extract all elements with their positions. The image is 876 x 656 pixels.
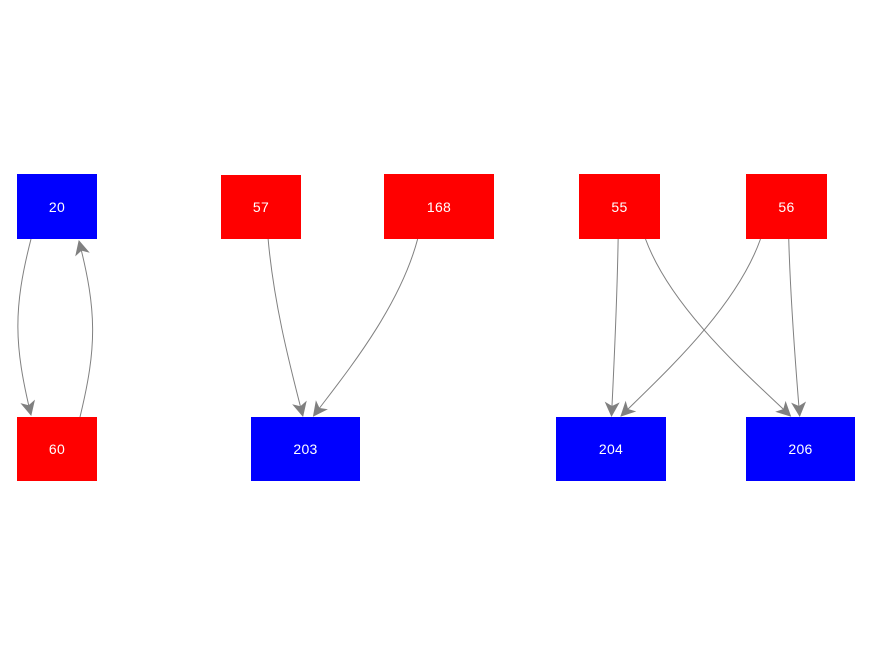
graph-node-label: 206 [788,441,813,457]
graph-edge-56-to-206 [788,238,807,417]
graph-edge-60-to-20 [75,240,94,418]
graph-node-206[interactable]: 206 [746,417,855,481]
graph-node-label: 56 [778,198,795,215]
graph-edge-55-to-204 [604,238,620,417]
graph-node-60[interactable]: 60 [17,417,97,481]
graph-node-label: 168 [426,198,452,215]
graph-node-label: 204 [598,441,624,457]
graph-node-label: 55 [611,198,628,215]
graph-edge-55-to-206 [645,238,792,417]
graph-edge-57-to-203 [267,238,307,417]
graph-node-label: 203 [293,441,318,457]
graph-node-label: 57 [252,199,270,215]
graph-edge-56-to-204 [620,238,761,417]
graph-node-label: 60 [48,441,66,457]
graph-node-55[interactable]: 55 [579,174,660,239]
graph-edge-20-to-60 [17,238,35,416]
graph-node-204[interactable]: 204 [556,417,666,481]
graph-node-20[interactable]: 20 [17,174,97,239]
graph-node-57[interactable]: 57 [221,175,301,239]
graph-node-168[interactable]: 168 [384,174,494,239]
edge-group [17,238,807,418]
graph-node-203[interactable]: 203 [251,417,360,481]
graph-node-56[interactable]: 56 [746,174,827,239]
graph-node-label: 20 [48,198,66,215]
graph-edge-168-to-203 [312,238,419,417]
